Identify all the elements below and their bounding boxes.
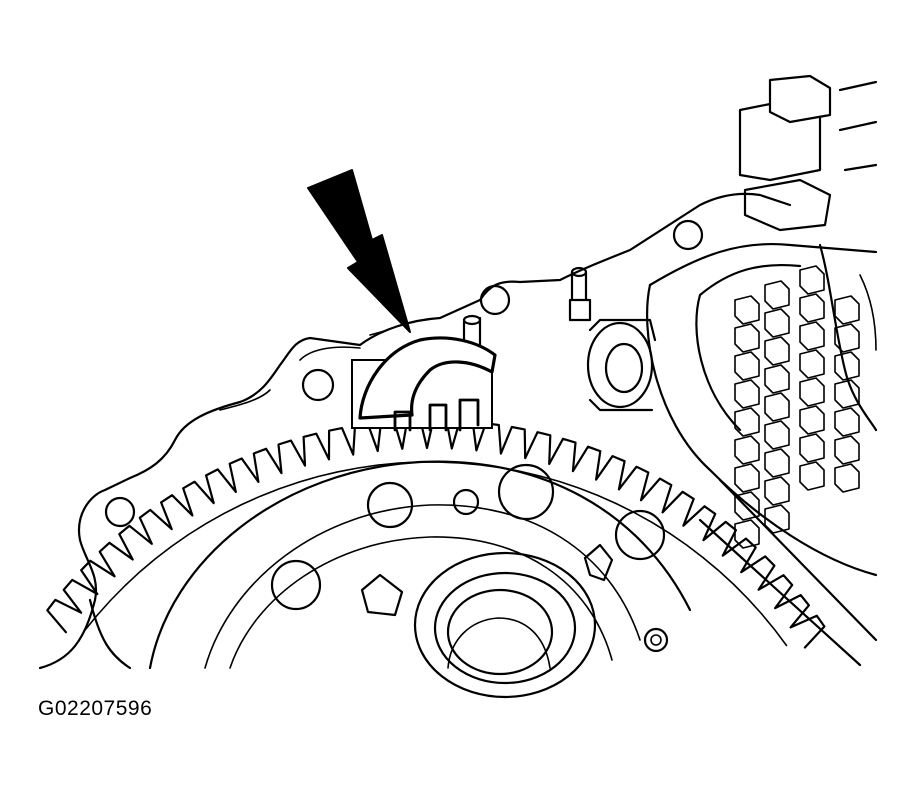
cluster-tooth: [734, 407, 760, 437]
hub-outer: [413, 551, 597, 699]
park-pawl: [351, 336, 497, 432]
cluster-tooth: [764, 392, 790, 422]
lower-flange: [88, 598, 132, 670]
cluster-tooth: [799, 461, 825, 491]
cluster-tooth: [799, 405, 825, 435]
cluster-tooth: [764, 308, 790, 338]
cluster-tooth: [764, 280, 790, 310]
cluster-tooth: [734, 435, 760, 465]
cluster-tooth: [734, 519, 760, 549]
cluster-tooth: [764, 476, 790, 506]
cluster-tooth: [834, 407, 860, 437]
gear-inner-rim-2: [204, 504, 641, 669]
bolt-hole: [301, 368, 335, 402]
cluster-tooth: [834, 463, 860, 493]
cluster-tooth: [834, 323, 860, 353]
cluster-tooth: [799, 265, 825, 295]
housing-outline: [38, 192, 792, 670]
bolt-hole: [104, 496, 136, 528]
bolt-hole: [650, 634, 662, 646]
bearing-inner: [604, 342, 644, 394]
cluster-tooth: [764, 336, 790, 366]
cluster-tooth: [734, 295, 760, 325]
housing-flange-edge: [219, 346, 361, 411]
web-hole: [366, 481, 414, 529]
hub-bore-inner: [447, 617, 551, 669]
cluster-tooth: [734, 323, 760, 353]
bolt-hole: [643, 627, 669, 653]
pinion-shaft-top: [570, 266, 588, 278]
cluster-tooth: [764, 504, 790, 534]
transaxle-gear-illustration: [38, 74, 878, 699]
arrow-lead-line: [369, 329, 389, 336]
cluster-tooth: [799, 349, 825, 379]
hub-lug-left: [360, 573, 404, 617]
bolt-hole: [479, 284, 511, 316]
ring-gear-teeth: [46, 418, 826, 649]
shift-block: [738, 74, 878, 232]
cluster-gear-teeth: [734, 265, 860, 549]
cluster-tooth: [834, 351, 860, 381]
cluster-tooth: [799, 293, 825, 323]
cluster-tooth: [734, 379, 760, 409]
cluster-tooth: [834, 379, 860, 409]
web-hole: [497, 463, 555, 521]
pinion-shaft: [568, 270, 592, 322]
figure-id-label: G02207596: [38, 697, 153, 720]
cluster-tooth: [799, 321, 825, 351]
locating-pin-top: [462, 314, 482, 326]
cluster-tooth: [764, 448, 790, 478]
cluster-tooth: [799, 433, 825, 463]
cluster-tooth: [834, 295, 860, 325]
gear-inner-rim-3: [229, 536, 613, 669]
hub-middle: [433, 571, 577, 685]
hub-bore: [446, 588, 554, 676]
cluster-tooth: [834, 435, 860, 465]
cluster-tooth: [764, 364, 790, 394]
planetary-gear-cluster: [646, 242, 878, 667]
cluster-tooth: [734, 463, 760, 493]
cluster-tooth: [764, 420, 790, 450]
web-hole: [452, 488, 480, 516]
bolt-hole: [672, 219, 704, 251]
web-hole: [270, 559, 322, 611]
ring-gear: [46, 418, 826, 649]
hub-lug-right: [583, 543, 614, 582]
bearing-body: [588, 318, 657, 412]
gear-inner-rim: [148, 460, 692, 670]
cluster-tooth: [799, 377, 825, 407]
cluster-tooth: [734, 491, 760, 521]
web-hole: [614, 509, 666, 561]
pointer-arrow-icon: [307, 169, 411, 333]
cluster-tooth: [734, 351, 760, 381]
